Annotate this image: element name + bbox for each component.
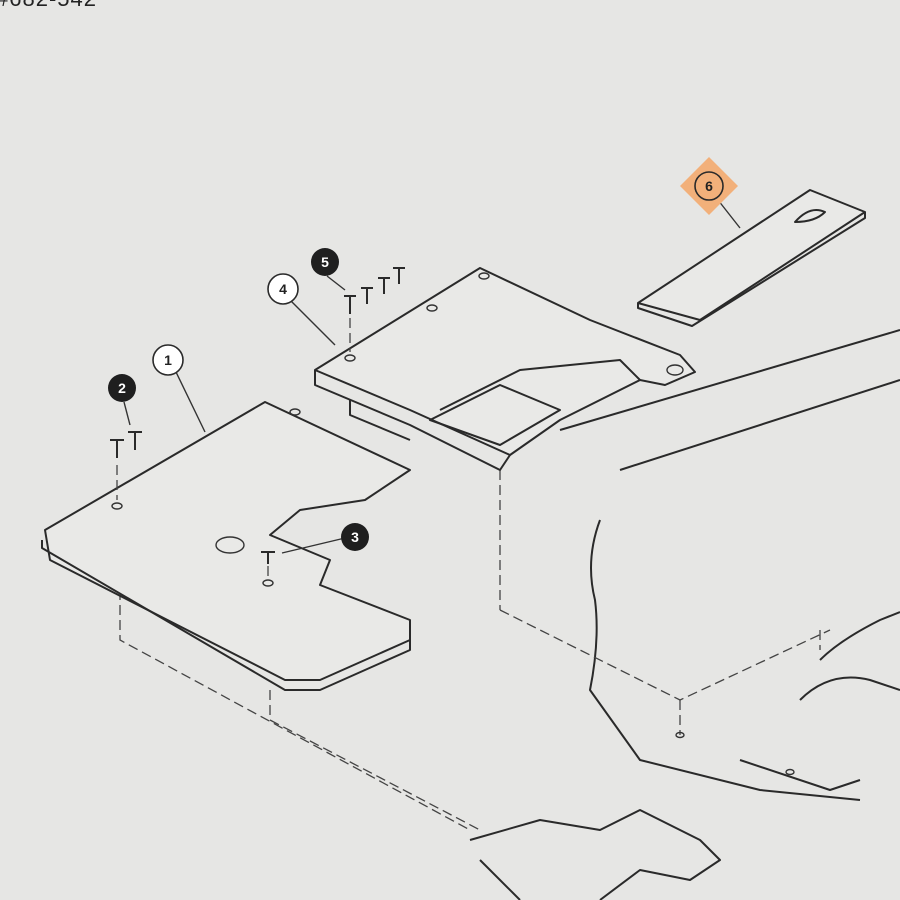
callout-1: 1 [152,344,184,376]
callout-2: 2 [108,374,136,402]
callout-3: 3 [341,523,369,551]
svg-text:6: 6 [705,178,713,194]
screws-part-2 [110,431,142,500]
svg-text:3: 3 [351,529,359,545]
callout-6: 6 [680,157,738,215]
callout-4: 4 [267,273,299,305]
page-code: #682-542 [0,0,97,12]
svg-text:5: 5 [321,254,329,270]
part-4-plate-base[interactable] [314,267,696,471]
svg-text:1: 1 [164,352,172,368]
machine-body [119,329,900,900]
svg-text:4: 4 [279,281,287,297]
part-6-slide-plate[interactable] [637,189,866,327]
screw-part-3 [261,551,275,578]
svg-text:2: 2 [118,380,126,396]
screws-part-5 [344,267,405,352]
callout-5: 5 [311,248,339,276]
part-1-cover-plate[interactable] [41,401,411,691]
